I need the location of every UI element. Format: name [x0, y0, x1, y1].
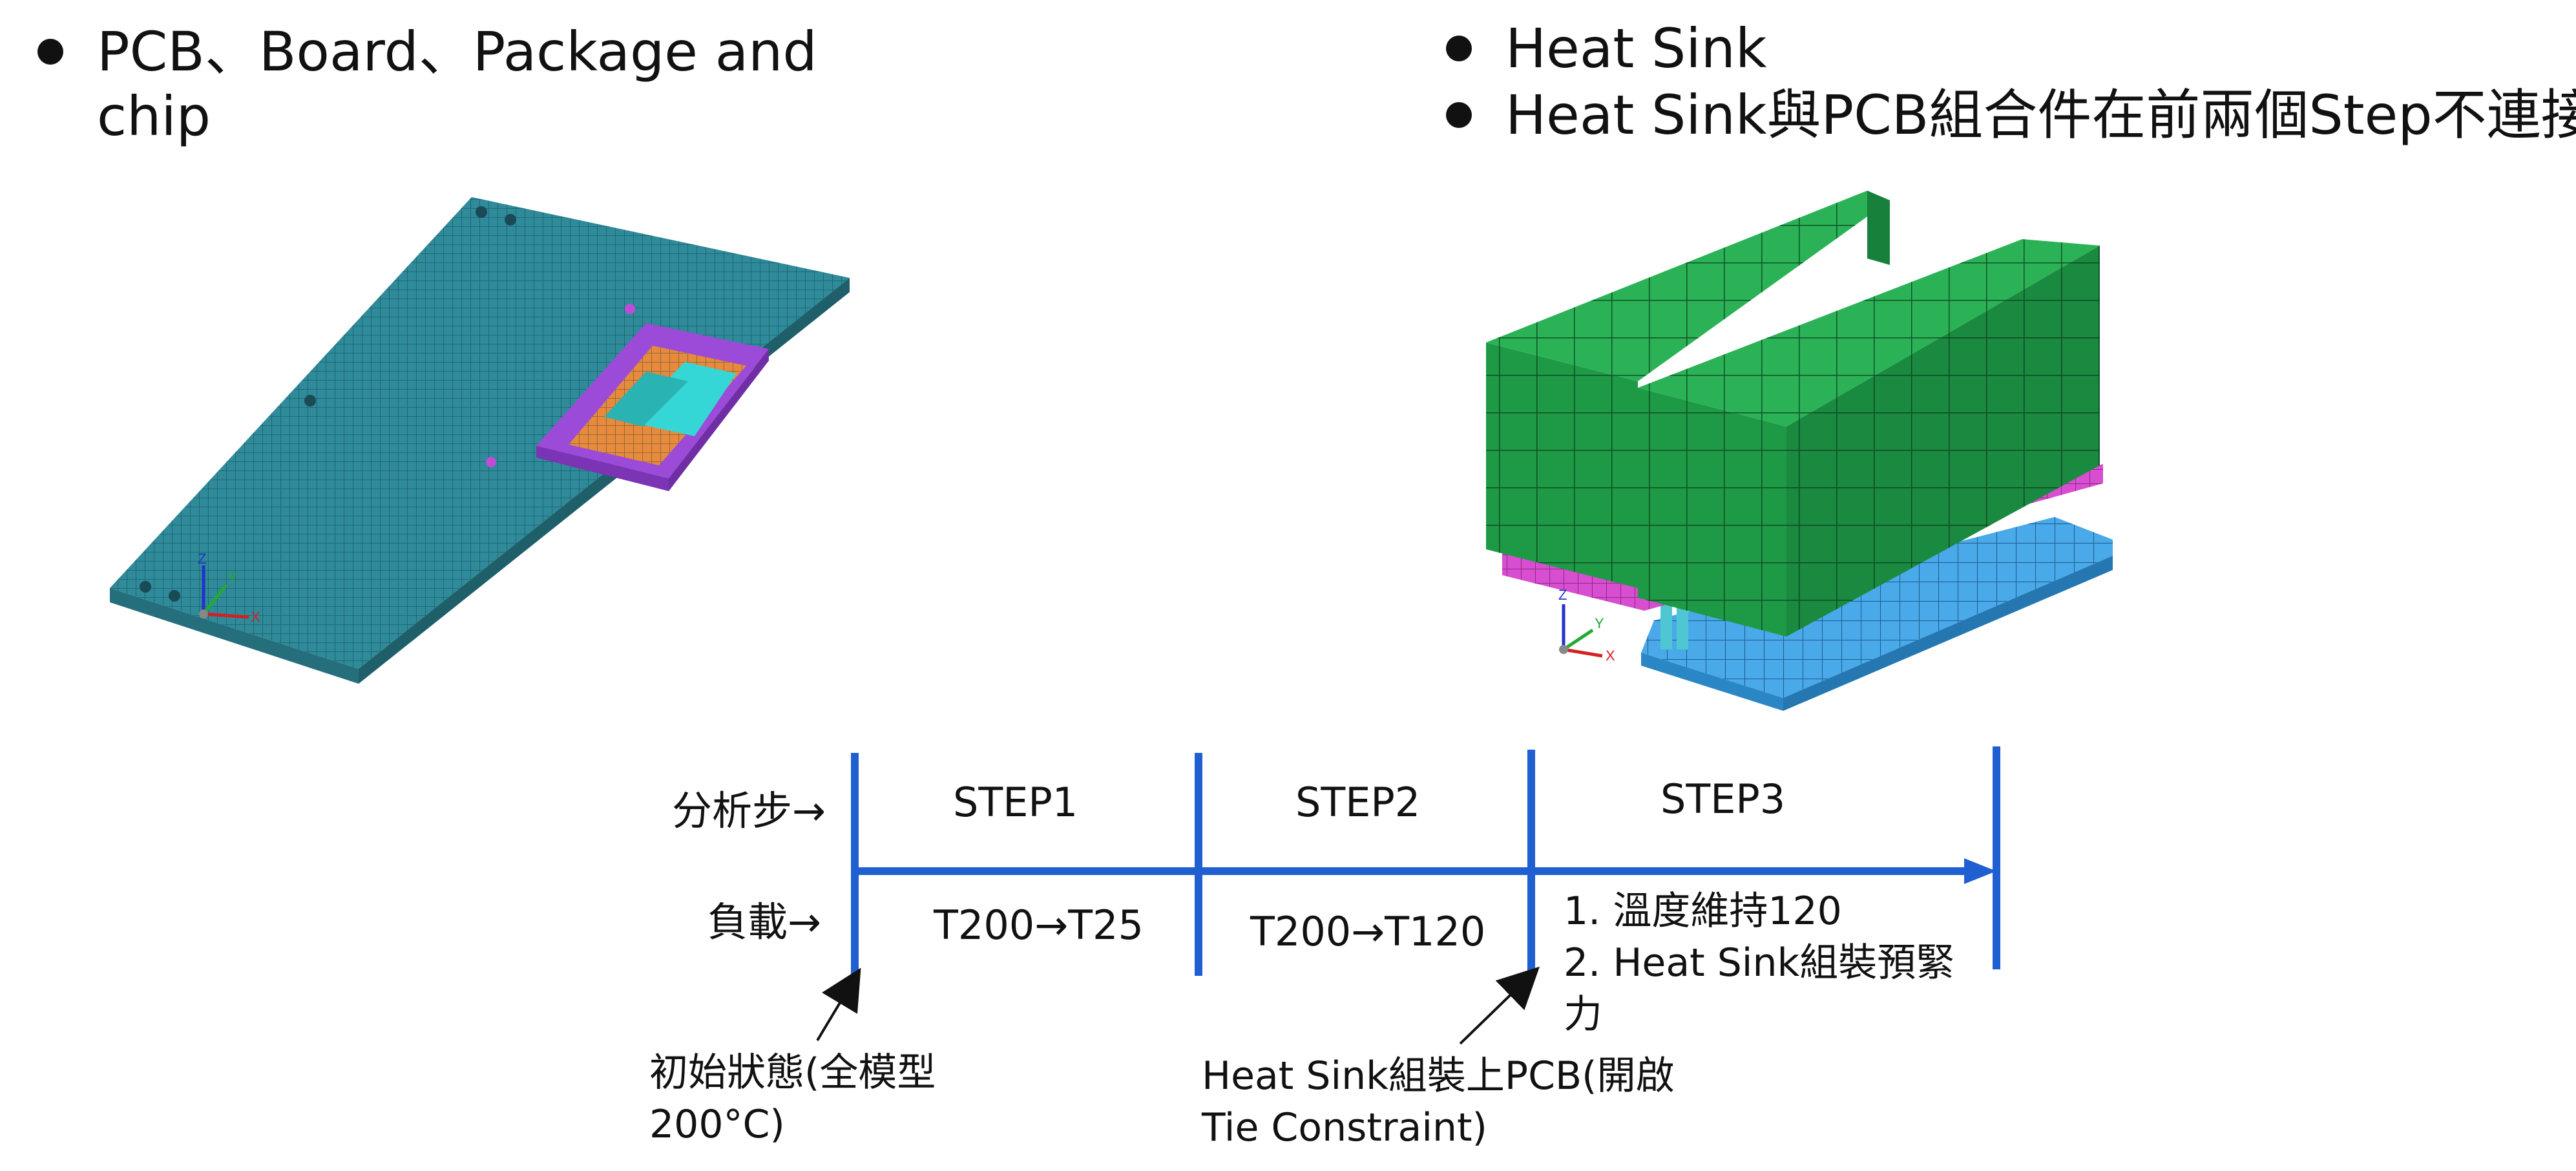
fin-right-front-mesh [1638, 388, 1786, 637]
mount-hole [304, 395, 316, 406]
step3-label: STEP3 [1660, 775, 1786, 823]
axis-triad-left [199, 565, 249, 619]
step2-load: T200→T120 [1250, 908, 1486, 955]
base-plate-edge [1641, 653, 1783, 711]
bullet-dot [37, 39, 63, 65]
base-plate-edge-right [1783, 556, 2113, 711]
note-assembly-line1: Heat Sink組裝上PCB(開啟 [1202, 1053, 1675, 1099]
fin-left-top-mesh [1486, 191, 1890, 381]
step3-load-line1: 1. 溫度維持120 [1564, 889, 1842, 934]
bullet-dot [1446, 36, 1472, 61]
package-chip [536, 323, 769, 491]
pcb-front-edge [110, 588, 359, 684]
step3-load-line2: 2. Heat Sink組裝預緊 [1564, 940, 1955, 986]
step3-load-line3: 力 [1564, 992, 1602, 1037]
row-label-steps: 分析步→ [672, 787, 826, 834]
post [1660, 604, 1672, 649]
axis-y-label-right: Y [1595, 615, 1604, 631]
fin-left-front-mesh [1486, 343, 1638, 588]
note-initial-line2: 200°C) [649, 1102, 785, 1147]
package-edge-right [669, 349, 769, 491]
step1-label: STEP1 [953, 779, 1078, 826]
axis-x-label-right: X [1606, 648, 1615, 664]
bullet-pcb-text: PCB、Board、Package and [97, 20, 817, 83]
note-assembly-line2: Tie Constraint) [1202, 1105, 1487, 1150]
fin-right-side-mesh [1786, 246, 2100, 637]
pin-marker [625, 304, 635, 314]
mount-hole [505, 214, 516, 226]
pin-marker [486, 457, 496, 467]
row-label-loads: 負載→ [707, 898, 821, 945]
axis-x-label-left: X [251, 609, 260, 625]
bullet-dot [1446, 102, 1472, 128]
timeline-arrowhead [1964, 858, 1996, 884]
base-plate-mesh [1641, 517, 2113, 698]
fin-left-back [1867, 191, 1890, 265]
note-initial-line1: 初始狀態(全模型 [649, 1050, 936, 1095]
axis-triad-right [1559, 604, 1603, 658]
fin-right-top-mesh [1638, 239, 2100, 427]
bullet-heatsink-text: Heat Sink [1505, 17, 1767, 80]
chip-die [627, 362, 737, 436]
bullet-pcb: PCB、Board、Package and [37, 19, 817, 84]
axis-z-label-right: Z [1558, 587, 1567, 603]
package-edge [536, 446, 669, 491]
bullet-heatsink: Heat Sink [1446, 16, 1767, 81]
pcb-top-mesh [110, 197, 850, 669]
mount-hole [169, 590, 180, 602]
heatsink-model [1486, 191, 2113, 711]
axis-y-label-left: Y [227, 570, 237, 586]
bullet-pcb-text-cont: chip [97, 85, 211, 148]
chip-die-left [604, 372, 688, 427]
step1-load: T200→T25 [934, 902, 1144, 949]
mount-hole [476, 206, 487, 218]
step2-label: STEP2 [1295, 779, 1421, 826]
timeline [851, 746, 2000, 979]
axis-z-label-left: Z [198, 551, 206, 567]
pointer-initial [816, 967, 861, 1042]
post [1677, 604, 1688, 649]
bullet-pcb-cont: chip [97, 84, 211, 149]
bullet-heatsink-note-text: Heat Sink與PCB組合件在前兩個Step不連接 [1505, 83, 2576, 147]
bullet-heatsink-note: Heat Sink與PCB組合件在前兩個Step不連接 [1446, 83, 2576, 147]
mount-hole [140, 581, 151, 593]
pcb-model [110, 197, 850, 684]
pointer-assembly [1459, 966, 1540, 1045]
